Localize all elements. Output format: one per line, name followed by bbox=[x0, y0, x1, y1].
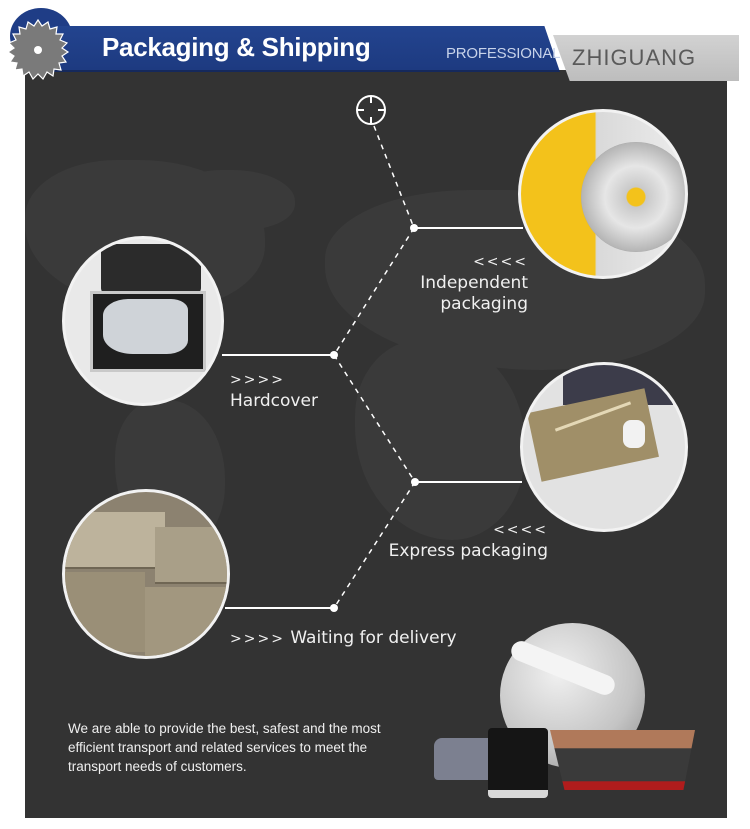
world-map-greenland bbox=[175, 170, 295, 230]
stacked-boxes-photo bbox=[62, 489, 230, 659]
step-label-hardcover: >>>> Hardcover bbox=[230, 372, 318, 411]
globe-with-airplane-truck-van-ship-illustration bbox=[430, 620, 700, 800]
chevron-left-arrows-icon: <<<< bbox=[493, 522, 548, 538]
step-label-waiting-for-delivery: >>>> Waiting for delivery bbox=[230, 628, 457, 648]
brand-name: ZHIGUANG bbox=[572, 45, 697, 70]
cargo-ship-icon bbox=[550, 730, 695, 790]
step-label-express-packaging: <<<< Express packaging bbox=[360, 520, 548, 562]
truck-icon bbox=[488, 728, 548, 798]
aluminum-hard-case-photo bbox=[62, 236, 224, 406]
crosshair-target-icon bbox=[356, 95, 386, 125]
world-map-africa bbox=[355, 340, 525, 540]
tagline: PROFESSIONAL bbox=[446, 45, 561, 62]
taped-cardboard-box-photo bbox=[520, 362, 688, 532]
chevron-right-arrows-icon: >>>> bbox=[230, 372, 285, 388]
saw-blade-image bbox=[581, 142, 685, 252]
header-banner bbox=[40, 26, 560, 72]
saw-blade-in-yellow-box-photo bbox=[518, 109, 688, 279]
chevron-right-arrows-icon: >>>> bbox=[230, 631, 285, 647]
circular-saw-blade-icon bbox=[6, 18, 70, 80]
chevron-left-arrows-icon: <<<< bbox=[473, 254, 528, 270]
description-text: We are able to provide the best, safest … bbox=[68, 721, 381, 774]
step-label-independent-packaging: <<<< Independent packaging bbox=[380, 252, 528, 315]
brand-tab bbox=[553, 35, 739, 81]
page-title: Packaging & Shipping bbox=[102, 32, 371, 62]
